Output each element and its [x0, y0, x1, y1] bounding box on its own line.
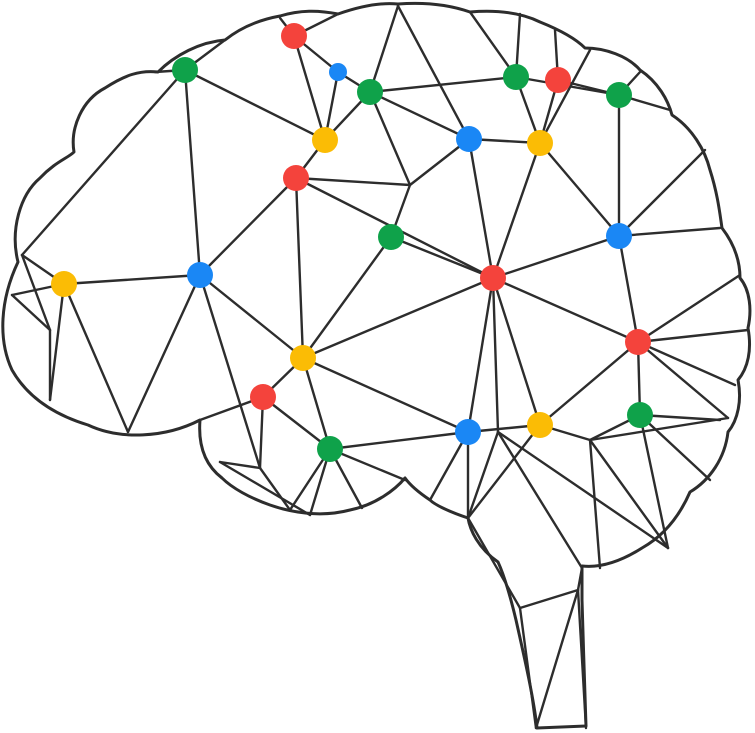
network-edge	[258, 466, 292, 512]
network-edge	[588, 416, 730, 442]
red-network-node	[283, 165, 309, 191]
green-network-node	[606, 82, 632, 108]
network-edge	[617, 226, 722, 238]
network-edge	[617, 148, 707, 238]
network-edge	[518, 588, 580, 610]
yellow-network-node	[51, 271, 77, 297]
green-network-node	[172, 57, 198, 83]
network-edge	[368, 90, 412, 187]
network-edge	[389, 235, 495, 280]
green-network-node	[503, 64, 529, 90]
green-network-node	[378, 224, 404, 250]
network-edge	[183, 68, 202, 277]
network-edge	[292, 34, 327, 142]
network-edge	[301, 356, 332, 451]
network-edge	[638, 413, 722, 422]
network-edge	[218, 460, 262, 470]
network-edge	[534, 588, 580, 730]
network-edge	[538, 48, 592, 145]
network-edge	[126, 273, 202, 434]
green-network-node	[627, 402, 653, 428]
blue-network-node	[456, 126, 482, 152]
network-edge	[198, 176, 298, 277]
network-edge	[638, 413, 670, 550]
network-edge	[576, 566, 584, 592]
network-edge	[328, 447, 407, 482]
yellow-network-node	[312, 127, 338, 153]
network-edge	[301, 356, 470, 434]
red-network-node	[545, 67, 571, 93]
network-edge	[491, 276, 640, 344]
network-edge	[294, 176, 305, 360]
network-edge	[368, 4, 400, 94]
yellow-network-node	[527, 130, 553, 156]
network-edge	[576, 588, 588, 730]
network-edge	[538, 340, 640, 427]
network-edge	[20, 253, 52, 332]
network-edge	[638, 413, 712, 482]
network-edge	[396, 4, 471, 141]
network-edge	[588, 438, 602, 570]
network-edge	[636, 340, 730, 420]
blue-network-node	[455, 419, 481, 445]
blue-network-node	[606, 223, 632, 249]
network-edge	[636, 273, 742, 344]
network-edge	[636, 328, 750, 344]
network-edge	[466, 423, 542, 520]
network-edge	[491, 276, 542, 427]
network-edge	[466, 516, 522, 610]
network-edge	[588, 438, 670, 550]
blue-network-node	[329, 63, 347, 81]
yellow-network-node	[290, 345, 316, 371]
network-edge	[491, 234, 621, 280]
network-edge	[218, 460, 312, 517]
network-edge	[198, 273, 305, 360]
network-edge	[538, 141, 621, 238]
network-edge	[368, 90, 471, 141]
network-edge	[62, 273, 202, 286]
network-edge	[301, 276, 495, 360]
network-edge	[466, 430, 500, 520]
network-edge	[466, 276, 495, 434]
network-edge	[20, 68, 187, 257]
green-network-node	[357, 79, 383, 105]
network-edge	[468, 10, 518, 79]
network-edge	[496, 430, 670, 550]
network-edge	[467, 137, 495, 280]
network-edge	[301, 235, 393, 360]
network-edge	[328, 430, 470, 451]
yellow-network-node	[527, 412, 553, 438]
red-network-node	[250, 384, 276, 410]
green-network-node	[317, 436, 343, 462]
blue-network-node	[187, 262, 213, 288]
network-edge	[636, 340, 737, 387]
red-network-node	[281, 23, 307, 49]
red-network-node	[625, 329, 651, 355]
network-edge	[491, 141, 542, 280]
network-edge	[183, 68, 327, 142]
network-edge	[617, 234, 640, 344]
network-edge	[198, 273, 262, 470]
red-network-node	[480, 265, 506, 291]
network-edge	[491, 276, 500, 434]
network-edge	[368, 75, 518, 94]
network-edge	[518, 606, 538, 730]
network-edge	[48, 282, 66, 402]
network-edge	[294, 176, 412, 187]
network-edge	[261, 395, 332, 451]
network-edge	[10, 293, 52, 332]
network-edge	[62, 282, 130, 434]
network-edge	[496, 430, 584, 570]
